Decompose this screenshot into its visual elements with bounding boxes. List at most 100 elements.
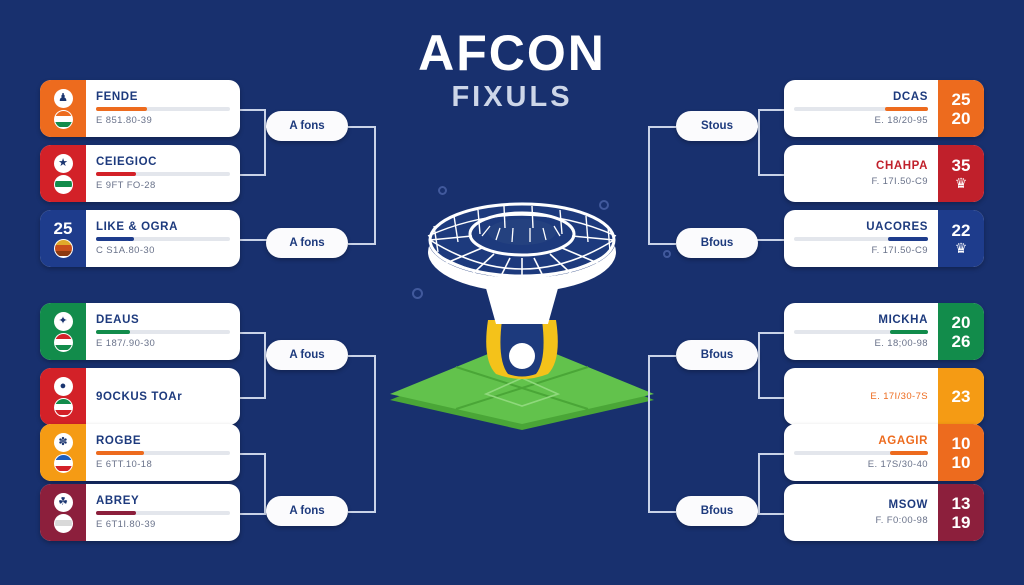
team-name: ROGBE [96, 435, 142, 448]
bracket-connector-line [758, 108, 784, 111]
round-label-right[interactable]: Bfous [676, 340, 758, 370]
match-meta: E 6T1I.80-39 [96, 518, 156, 530]
bracket-connector-line [348, 243, 376, 245]
bracket-card-left[interactable]: ●9OCKUS TOAr [40, 368, 240, 425]
bracket-connector-line [240, 331, 266, 334]
round-label-text: A fons [289, 120, 325, 132]
bracket-connector-line [264, 452, 266, 513]
tournament-title: AFCON [418, 25, 606, 81]
card-accent-strip: 23 [938, 368, 984, 425]
card-accent-strip: ★ [40, 145, 86, 202]
card-badge-number: 10 [951, 433, 971, 453]
flag-icon [53, 397, 73, 417]
bracket-connector-line [758, 452, 760, 513]
team-name: LIKE & OGRA [96, 221, 178, 234]
crown-icon: ♛ [954, 175, 968, 191]
round-label-right[interactable]: Bfous [676, 228, 758, 258]
bracket-connector-line [240, 108, 266, 111]
tournament-subtitle: FIXULS [451, 81, 573, 113]
card-badge-number: 23 [951, 387, 971, 406]
card-badge-number: 35 [951, 156, 971, 175]
card-badge-number: 25 [53, 218, 73, 238]
round-label-text: A fons [289, 237, 325, 249]
bracket-connector-line [240, 238, 268, 241]
progress-bar [96, 237, 230, 241]
card-accent-strip: ✦ [40, 303, 86, 360]
card-accent-strip: 22♛ [938, 210, 984, 267]
bracket-connector-line [758, 108, 760, 174]
bracket-connector-line [648, 355, 650, 511]
progress-bar [96, 511, 230, 515]
match-meta: E. 17I/30-7S [870, 391, 928, 402]
round-label-right[interactable]: Bfous [676, 496, 758, 526]
card-badge-number: 19 [951, 512, 971, 532]
match-meta: E. 18;00-98 [874, 337, 928, 349]
bracket-connector-line [264, 331, 266, 397]
card-body: MICKHA E. 18;00-98 [784, 303, 938, 360]
round-label-left[interactable]: A fons [266, 228, 348, 258]
bubble-icon [438, 186, 447, 195]
round-label-left[interactable]: A fous [266, 340, 348, 370]
card-badge-number: 20 [951, 312, 971, 332]
round-label-left[interactable]: A fons [266, 111, 348, 141]
bracket-connector-line [264, 108, 266, 174]
bracket-connector-line [648, 243, 676, 245]
flag-icon [53, 109, 73, 129]
progress-bar [794, 107, 928, 111]
card-accent-strip: ✽ [40, 424, 86, 481]
bracket-connector-line [648, 126, 676, 128]
bracket-connector-line [240, 512, 266, 515]
flag-icon [53, 174, 73, 194]
team-emblem-icon: ♟ [53, 88, 73, 108]
bracket-connector-line [348, 355, 376, 357]
round-label-text: Bfous [700, 505, 734, 517]
bracket-connector-line [240, 173, 266, 176]
card-badge-number: 20 [951, 108, 971, 128]
team-name: 9OCKUS TOAr [96, 390, 183, 403]
match-meta: E 851.80-39 [96, 114, 153, 126]
bracket-connector-line [648, 511, 676, 513]
bubble-icon [663, 250, 671, 258]
card-body: E. 17I/30-7S [784, 368, 938, 425]
flag-icon [53, 513, 73, 533]
card-accent-strip: ☘ [40, 484, 86, 541]
round-label-right[interactable]: Stous [676, 111, 758, 141]
progress-bar [96, 330, 230, 334]
round-label-text: A fous [289, 349, 325, 361]
team-name: MICKHA [878, 314, 928, 327]
bracket-connector-line [758, 452, 784, 455]
bracket-connector-line [240, 396, 266, 399]
bracket-card-right[interactable]: E. 17I/30-7S 23 [784, 368, 984, 425]
bubble-icon [412, 288, 423, 299]
progress-bar [794, 237, 928, 241]
bracket-connector-line [758, 173, 784, 176]
round-label-text: Bfous [700, 349, 734, 361]
progress-bar [96, 451, 230, 455]
round-label-left[interactable]: A fons [266, 496, 348, 526]
team-name: DEAUS [96, 314, 140, 327]
bracket-connector-line [374, 355, 376, 511]
bracket-connector-line [758, 331, 760, 397]
bubble-icon [599, 200, 609, 210]
match-meta: F. F0:00-98 [875, 515, 928, 526]
